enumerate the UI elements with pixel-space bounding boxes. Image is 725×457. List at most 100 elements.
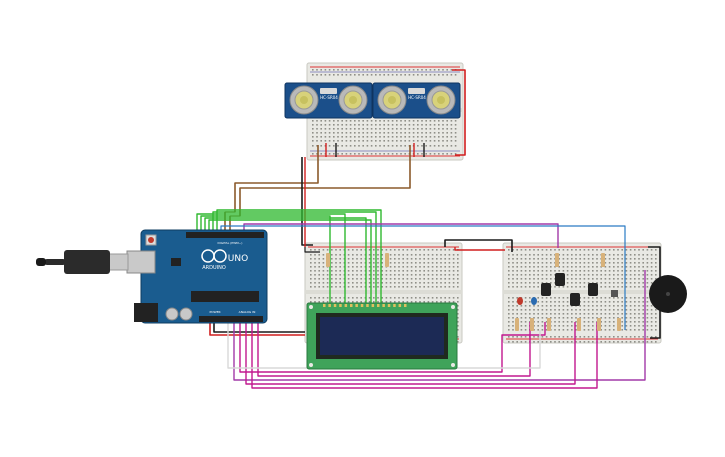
resistor[interactable]	[577, 318, 581, 331]
breadboard-hole	[415, 297, 417, 299]
pushbutton[interactable]	[611, 290, 618, 297]
piezo-buzzer[interactable]	[649, 275, 687, 313]
breadboard-hole	[347, 297, 350, 299]
breadboard-hole	[408, 74, 411, 76]
breadboard-hole	[410, 286, 413, 288]
wire-black-mid[interactable]	[304, 247, 320, 253]
wire-purple-loop[interactable]	[233, 270, 646, 381]
breadboard-hole	[579, 305, 581, 307]
breadboard-hole	[575, 321, 577, 323]
breadboard-hole	[529, 321, 531, 323]
wire-red-arduino[interactable]	[209, 322, 305, 336]
breadboard-hole	[375, 132, 377, 134]
wire-red-rail[interactable]	[452, 69, 466, 156]
breadboard-hole	[389, 274, 392, 276]
wire-green-6[interactable]	[216, 209, 382, 303]
breadboard-hole	[318, 282, 320, 284]
breadboard-hole	[550, 317, 552, 319]
breadboard-hole	[412, 136, 415, 138]
wire-black-arduino[interactable]	[213, 322, 305, 333]
breadboard-hole	[529, 249, 531, 251]
wire-magenta-4[interactable]	[257, 322, 531, 377]
breadboard-hole	[381, 258, 383, 260]
wire-red-bridge[interactable]	[454, 247, 505, 251]
breadboard-hole	[438, 140, 440, 142]
resistor[interactable]	[555, 253, 559, 267]
resistor[interactable]	[326, 253, 330, 267]
transistor[interactable]	[588, 283, 598, 296]
breadboard-hole	[444, 270, 446, 272]
wire-black-bridge[interactable]	[444, 239, 513, 252]
ultrasonic-sensor-2[interactable]: HC-SR04	[372, 82, 461, 119]
breadboard-hole	[621, 297, 623, 299]
breadboard-hole	[642, 301, 644, 303]
breadboard-hole	[421, 120, 423, 122]
breadboard-hole	[352, 274, 354, 276]
breadboard-hole	[558, 286, 560, 288]
breadboard-hole	[391, 136, 394, 138]
breadboard-hole	[558, 305, 560, 307]
breadboard-hole	[457, 313, 459, 315]
breadboard-hole	[550, 309, 552, 311]
wire-magenta-2[interactable]	[245, 322, 576, 385]
digital-label: DIGITAL (PWM~)	[218, 241, 243, 245]
breadboard-hole	[312, 69, 314, 71]
breadboard-hole	[339, 278, 341, 280]
wire-blue[interactable]	[220, 225, 626, 330]
breadboard-hole	[524, 254, 527, 256]
breadboard-hole	[341, 120, 343, 122]
resistor[interactable]	[530, 318, 534, 331]
wire-green-3[interactable]	[204, 217, 367, 303]
arduino-uno[interactable]: ARDUINO UNO DIGITAL (PWM~) POWER ANALOG …	[126, 229, 268, 324]
wire-magenta-1[interactable]	[239, 322, 546, 373]
resistor[interactable]	[515, 318, 519, 331]
resistor[interactable]	[617, 318, 621, 331]
breadboard-hole	[541, 266, 544, 268]
wire-green-4[interactable]	[208, 219, 372, 303]
breadboard-right[interactable]	[502, 242, 662, 344]
breadboard-hole	[650, 305, 653, 307]
wire-purple-top[interactable]	[243, 223, 559, 248]
breadboard-hole	[331, 278, 333, 280]
breadboard-hole	[431, 297, 434, 299]
breadboard-hole	[512, 274, 514, 276]
lcd-pin	[344, 304, 348, 307]
breadboard-hole	[370, 132, 373, 134]
breadboard-hole	[520, 313, 523, 315]
transistor[interactable]	[570, 293, 580, 306]
breadboard-hole	[545, 270, 548, 272]
wire-green-1[interactable]	[196, 213, 346, 303]
ultrasonic-sensor-1[interactable]: HC-SR04	[284, 82, 373, 119]
breadboard-hole	[377, 270, 379, 272]
breadboard-hole	[608, 297, 611, 299]
breadboard-hole	[402, 297, 404, 299]
resistor[interactable]	[385, 253, 389, 267]
transistor[interactable]	[541, 283, 551, 296]
resistor[interactable]	[597, 318, 601, 331]
breadboard-hole	[655, 270, 657, 272]
resistor[interactable]	[547, 318, 551, 331]
wire-magenta-3[interactable]	[251, 322, 598, 389]
lcd-16x2[interactable]	[306, 302, 458, 370]
transistor[interactable]	[555, 273, 565, 286]
breadboard-hole	[448, 301, 451, 303]
breadboard-hole	[545, 266, 548, 268]
breadboard-hole	[326, 297, 329, 299]
breadboard-hole	[625, 341, 628, 343]
wire-black-top[interactable]	[301, 157, 313, 246]
blue-led[interactable]	[531, 297, 537, 305]
breadboard-hole	[537, 249, 539, 251]
breadboard-hole	[368, 278, 371, 280]
red-led[interactable]	[517, 297, 523, 305]
breadboard-hole	[444, 286, 446, 288]
resistor[interactable]	[601, 253, 605, 267]
breadboard-hole	[634, 321, 636, 323]
breadboard-hole	[423, 282, 425, 284]
breadboard-hole	[370, 153, 373, 155]
breadboard-hole	[381, 286, 383, 288]
breadboard-hole	[608, 266, 611, 268]
usb-cable[interactable]	[36, 250, 129, 274]
breadboard-hole	[642, 270, 644, 272]
wire-green-5[interactable]	[212, 211, 377, 303]
breadboard-hole	[318, 270, 320, 272]
